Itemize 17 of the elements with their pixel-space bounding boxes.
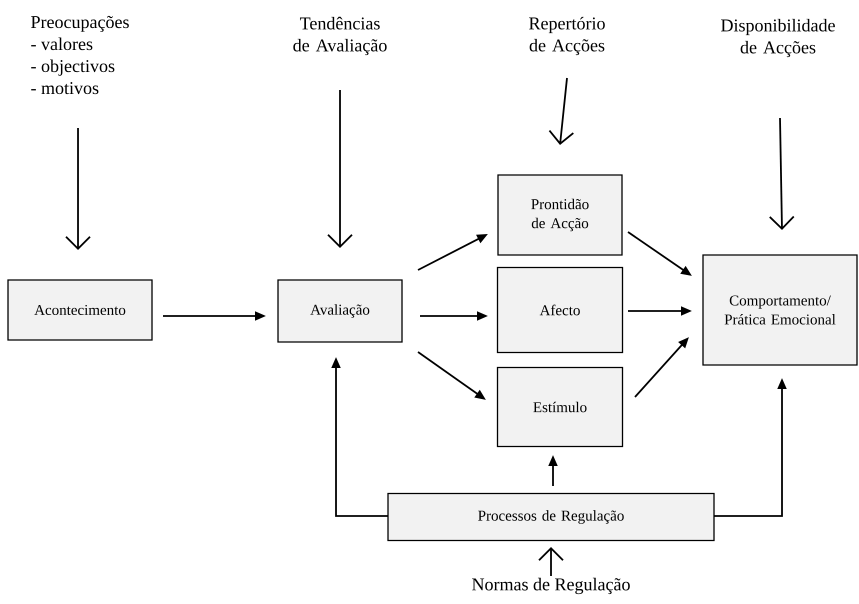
input-label: Preocupações - valores - objectivos - motivos xyxy=(31,16,129,94)
process-box: Comportamento/ Prática Emocional xyxy=(702,254,858,366)
input-label: Tendências de Avaliação xyxy=(293,16,387,56)
process-box: Processos de Regulação xyxy=(387,492,715,542)
arrow xyxy=(538,547,564,576)
process-box: Avaliação xyxy=(277,279,403,343)
process-box: Acontecimento xyxy=(7,279,153,341)
process-box: Estímulo xyxy=(496,366,624,448)
process-box: Afecto xyxy=(496,266,624,354)
arrow xyxy=(769,118,794,230)
input-label: Disponibilidade de Acções xyxy=(721,18,835,58)
arrow xyxy=(327,90,353,248)
input-label: Repertório de Acções xyxy=(529,16,605,56)
arrow xyxy=(65,128,91,250)
input-label: Normas de Regulação xyxy=(472,578,630,594)
process-box: Prontidão de Acção xyxy=(497,174,623,256)
arrow xyxy=(548,78,574,145)
